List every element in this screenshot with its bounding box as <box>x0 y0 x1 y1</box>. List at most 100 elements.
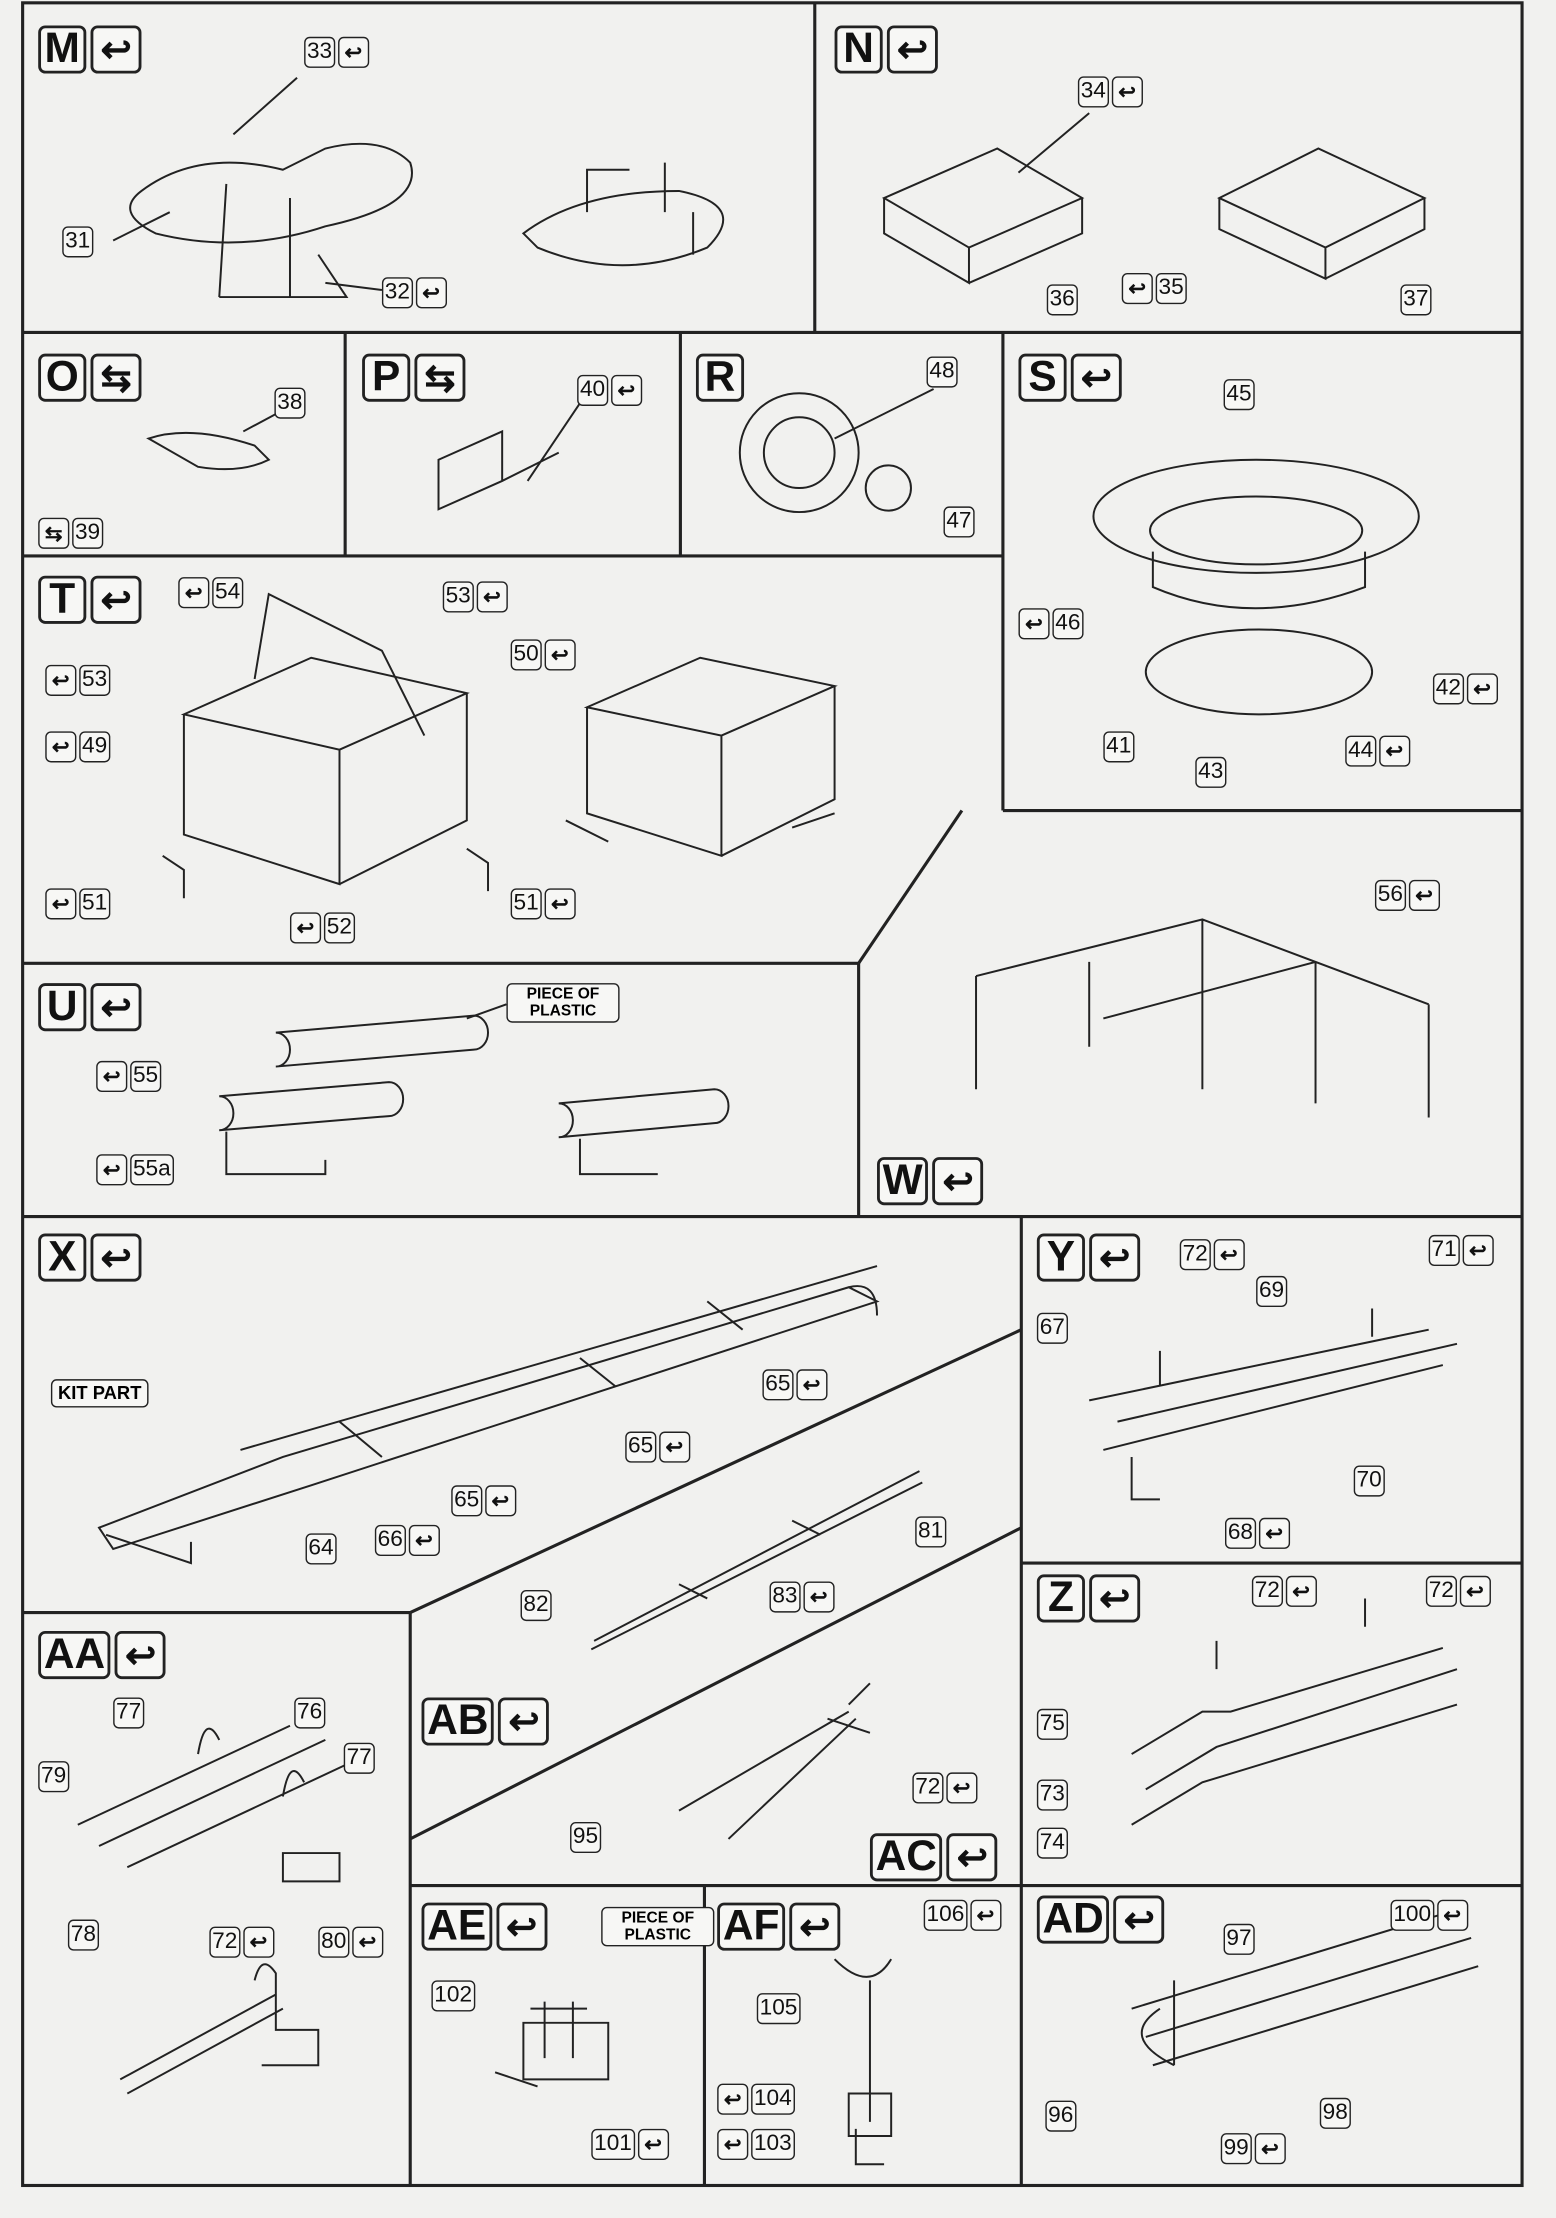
bend-arrow-icon: ↩ <box>1408 879 1440 911</box>
step-letter: O <box>38 353 87 402</box>
bend-arrow-icon: ↩ <box>946 1772 978 1804</box>
part-number: 55a <box>130 1154 174 1186</box>
part-callout: ↩103 <box>717 2128 795 2161</box>
part-number: 66 <box>374 1524 406 1557</box>
step-header-m: M↩ <box>38 25 142 74</box>
bend-arrow-icon: ↩ <box>90 983 142 1032</box>
part-callout: 105 <box>756 1993 801 2025</box>
part-number: 65 <box>451 1485 483 1517</box>
step-header-ad: AD↩ <box>1036 1895 1165 1944</box>
step-letter: Y <box>1036 1233 1085 1282</box>
part-number: 41 <box>1103 731 1135 763</box>
part-number: 81 <box>915 1516 947 1548</box>
part-callout: 95 <box>570 1821 601 1854</box>
bend-arrow-icon: ↩ <box>96 1154 128 1186</box>
bend-arrow-icon: ↩ <box>1466 673 1498 705</box>
step-letter: AD <box>1036 1895 1110 1944</box>
part-callout: ↩51 <box>45 888 111 920</box>
part-note: PIECE OF PLASTIC <box>506 983 620 1023</box>
part-number: 101 <box>591 2128 635 2161</box>
part-callout: ↩49 <box>45 731 111 763</box>
part-callout: ⇆39 <box>38 517 103 549</box>
part-callout: 97 <box>1223 1923 1255 1955</box>
part-number: 77 <box>343 1742 375 1774</box>
bend-arrow-icon: ↩ <box>408 1524 440 1557</box>
bend-arrow-icon: ↩ <box>90 575 142 624</box>
part-callout: 67 <box>1036 1312 1068 1344</box>
part-callout: 75 <box>1036 1708 1068 1740</box>
part-callout: 83↩ <box>769 1581 835 1613</box>
part-number: 47 <box>943 506 975 538</box>
bend-arrow-icon: ↩ <box>544 888 576 920</box>
part-number: 79 <box>38 1761 70 1793</box>
part-callout: 56↩ <box>1374 879 1440 911</box>
part-number: 102 <box>431 1980 475 2012</box>
bend-arrow-icon: ↩ <box>1213 1239 1245 1271</box>
bend-arrow-icon: ↩ <box>45 731 77 763</box>
part-callout: 77 <box>343 1742 375 1774</box>
part-number: 46 <box>1052 608 1084 640</box>
part-callout: ↩55 <box>96 1060 161 1093</box>
part-number: 69 <box>1256 1275 1287 1308</box>
part-callout: 41 <box>1103 731 1135 763</box>
bend-arrow-icon: ↩ <box>96 1060 128 1093</box>
step-letter: AC <box>869 1833 943 1882</box>
part-number: 53 <box>442 581 474 613</box>
part-number: 40 <box>577 374 608 406</box>
step-letter: T <box>38 575 87 624</box>
part-number: 72 <box>912 1772 944 1804</box>
step-letter: S <box>1018 353 1067 402</box>
part-callout: 72↩ <box>912 1772 978 1804</box>
bend-arrow-icon: ↩ <box>289 912 322 944</box>
part-number: 49 <box>79 731 111 763</box>
step-letter: Z <box>1036 1574 1085 1623</box>
bend-arrow-icon: ↩ <box>1254 2133 1286 2165</box>
part-callout: 71↩ <box>1428 1234 1494 1267</box>
part-callout: 98 <box>1319 2097 1351 2129</box>
panel-borders <box>21 1 1524 2188</box>
bend-arrow-icon: ↩ <box>1462 1234 1494 1267</box>
step-header-r: R <box>695 353 745 402</box>
bend-arrow-icon: ↩ <box>796 1369 828 1401</box>
part-callout: ↩35 <box>1121 273 1187 305</box>
part-number: 55 <box>130 1060 161 1093</box>
step-header-p: P⇆ <box>362 353 466 402</box>
bend-arrow-icon: ↩ <box>637 2128 669 2161</box>
part-callout: 72↩ <box>1251 1575 1317 1607</box>
part-callout: 69 <box>1256 1275 1287 1308</box>
bend-arrow-icon: ↩ <box>476 581 508 613</box>
step-header-af: AF↩ <box>717 1902 841 1951</box>
part-callout: 72↩ <box>1425 1575 1491 1607</box>
part-callout: 96 <box>1045 2100 1077 2132</box>
part-number: 96 <box>1045 2100 1077 2132</box>
part-number: 77 <box>113 1697 144 1729</box>
part-callout: 78 <box>67 1919 99 1951</box>
part-callout: ↩55a <box>96 1154 174 1186</box>
step-header-ae: AE↩ <box>421 1902 547 1951</box>
part-number: 70 <box>1353 1465 1385 1497</box>
part-callout: 51↩ <box>510 888 576 920</box>
part-callout: 65↩ <box>625 1431 691 1463</box>
part-number: 48 <box>926 356 958 388</box>
part-callout: 68↩ <box>1225 1517 1290 1549</box>
part-callout: ↩53 <box>45 664 111 696</box>
flip-arrow-icon: ⇆ <box>38 517 70 549</box>
part-callout: 40↩ <box>577 374 642 406</box>
part-number: 52 <box>323 912 355 944</box>
bend-arrow-icon: ↩ <box>1436 1899 1468 1931</box>
part-callout: 34↩ <box>1077 76 1143 108</box>
part-number: 67 <box>1036 1312 1068 1344</box>
part-callout: 100↩ <box>1390 1899 1468 1931</box>
step-header-u: U↩ <box>38 983 142 1032</box>
bend-arrow-icon: ↩ <box>1111 76 1143 108</box>
step-header-x: X↩ <box>38 1233 142 1282</box>
bend-arrow-icon: ↩ <box>115 1630 166 1680</box>
part-number: 53 <box>79 664 111 696</box>
bend-arrow-icon: ↩ <box>1018 608 1050 640</box>
bend-arrow-icon: ↩ <box>610 374 642 406</box>
part-number: 38 <box>274 387 306 419</box>
bend-arrow-icon: ↩ <box>717 2128 749 2161</box>
step-header-o: O⇆ <box>38 353 142 402</box>
step-header-z: Z↩ <box>1036 1574 1141 1623</box>
